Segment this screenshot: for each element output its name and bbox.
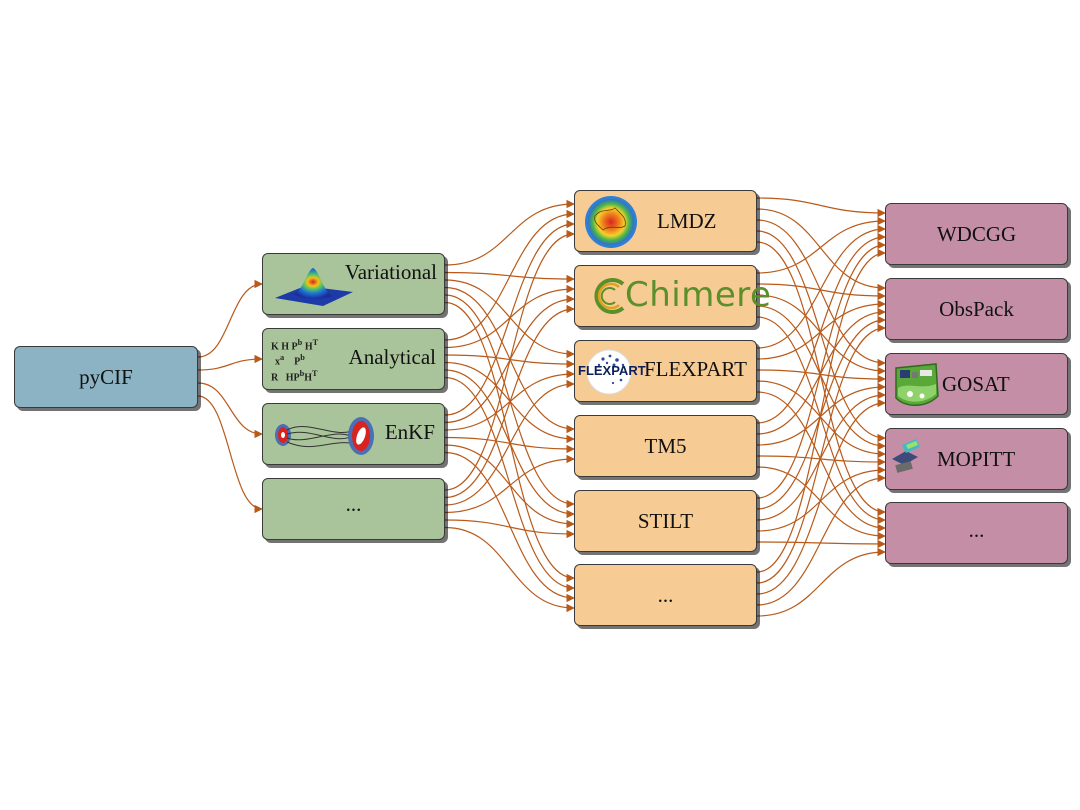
arrow-method-to-model: [444, 376, 575, 593]
node-models-more: ...: [574, 564, 757, 626]
node-enkf: EnKF: [262, 403, 445, 465]
node-tm5: TM5: [574, 415, 757, 477]
node-methods-more: ...: [262, 478, 445, 540]
arrow-model-to-observation: [756, 473, 886, 606]
node-label: Analytical: [348, 345, 436, 369]
arrow-model-to-observation: [756, 539, 886, 549]
arrow-model-to-observation: [756, 197, 886, 218]
arrow-model-to-observation: [756, 230, 886, 443]
node-label: ...: [657, 582, 674, 607]
arrow-root-to-method: [197, 382, 263, 439]
arrow-model-to-observation: [756, 224, 886, 349]
arrow-model-to-observation: [756, 369, 886, 384]
arrow-method-to-model: [444, 454, 575, 514]
node-label: MOPITT: [937, 447, 1016, 471]
gaussian-surface-icon: [275, 268, 353, 306]
node-mopitt: MOPITT: [885, 428, 1068, 490]
arrow-method-to-model: [444, 286, 575, 434]
node-label: WDCGG: [936, 221, 1017, 246]
node-variational: Variational: [262, 253, 445, 315]
arrow-model-to-observation: [756, 547, 886, 617]
arrow-model-to-observation: [756, 216, 886, 274]
node-obspack: ObsPack: [885, 278, 1068, 340]
arrow-model-to-observation: [756, 391, 886, 533]
arrow-method-to-model: [444, 199, 575, 266]
matrix-formula-icon: K H Pb HT xa Pb R HPbHT: [271, 338, 319, 383]
node-label: GOSAT: [942, 372, 1010, 396]
arrow-method-to-model: [444, 369, 575, 519]
arrow-model-to-observation: [756, 455, 886, 467]
globe-map-icon: [585, 196, 637, 248]
node-analytical: K H Pb HT xa Pb R HPbHT Analytical: [262, 328, 445, 390]
satellite-logo-icon: [895, 363, 939, 406]
arrow-method-to-model: [444, 229, 575, 491]
chimere-logo-text: Chimere: [625, 275, 772, 315]
arrow-model-to-observation: [756, 380, 886, 459]
node-flexpart: FLEXPART FLEXPART: [574, 340, 757, 402]
arrow-method-to-model: [444, 379, 575, 506]
chimere-logo-icon: [594, 278, 625, 314]
arrow-method-to-model: [444, 301, 575, 583]
node-label: ObsPack: [939, 296, 1014, 321]
arrow-method-to-model: [444, 526, 575, 613]
node-stilt: STILT: [574, 490, 757, 552]
arrow-model-to-observation: [756, 323, 886, 584]
node-pycif: pyCIF: [14, 346, 198, 408]
arrow-root-to-method: [197, 395, 263, 514]
node-chimere: Chimere: [574, 265, 771, 327]
arrow-method-to-model: [444, 219, 575, 416]
node-label: LMDZ: [657, 209, 717, 233]
node-label: TM5: [644, 433, 687, 458]
arrow-model-to-observation: [756, 294, 886, 376]
arrow-model-to-observation: [756, 398, 886, 595]
arrow-method-to-model: [444, 451, 575, 603]
arrow-method-to-model: [444, 209, 575, 341]
node-label: FLEXPART: [644, 357, 747, 381]
arrow-model-to-observation: [756, 316, 886, 525]
arrow-root-to-method: [197, 354, 263, 371]
arrow-method-to-model: [444, 304, 575, 499]
node-label: ...: [968, 517, 985, 542]
arrow-model-to-observation: [756, 305, 886, 451]
arrow-model-to-observation: [756, 466, 886, 541]
arrow-method-to-model: [444, 279, 575, 359]
satellite-instrument-icon: [892, 439, 920, 473]
arrow-model-to-observation: [756, 465, 886, 532]
node-label: Variational: [344, 260, 437, 284]
node-label: STILT: [637, 508, 694, 533]
arrow-method-to-model: [444, 294, 575, 509]
arrow-model-to-observation: [756, 240, 886, 499]
arrow-root-to-method: [197, 279, 263, 358]
arrow-method-to-model: [444, 444, 575, 529]
arrow-method-to-model: [444, 361, 575, 444]
ensemble-ellipse-icon: [275, 417, 374, 455]
node-lmdz: LMDZ: [574, 190, 757, 252]
node-obs-more: ...: [885, 502, 1068, 564]
arrow-model-to-observation: [756, 232, 886, 424]
node-gosat: GOSAT: [885, 353, 1068, 415]
node-label: EnKF: [384, 420, 435, 444]
arrow-model-to-observation: [756, 219, 886, 368]
arrow-model-to-observation: [756, 248, 886, 573]
flexpart-logo-text: FLEXPART: [578, 363, 646, 378]
node-label: ...: [345, 491, 362, 516]
arrow-model-to-observation: [756, 283, 886, 301]
node-label: pyCIF: [79, 364, 133, 389]
flexpart-logo-icon: [586, 349, 632, 395]
arrow-model-to-observation: [756, 208, 886, 293]
node-wdcgg: WDCGG: [885, 203, 1068, 265]
arrow-method-to-model: [444, 519, 575, 539]
